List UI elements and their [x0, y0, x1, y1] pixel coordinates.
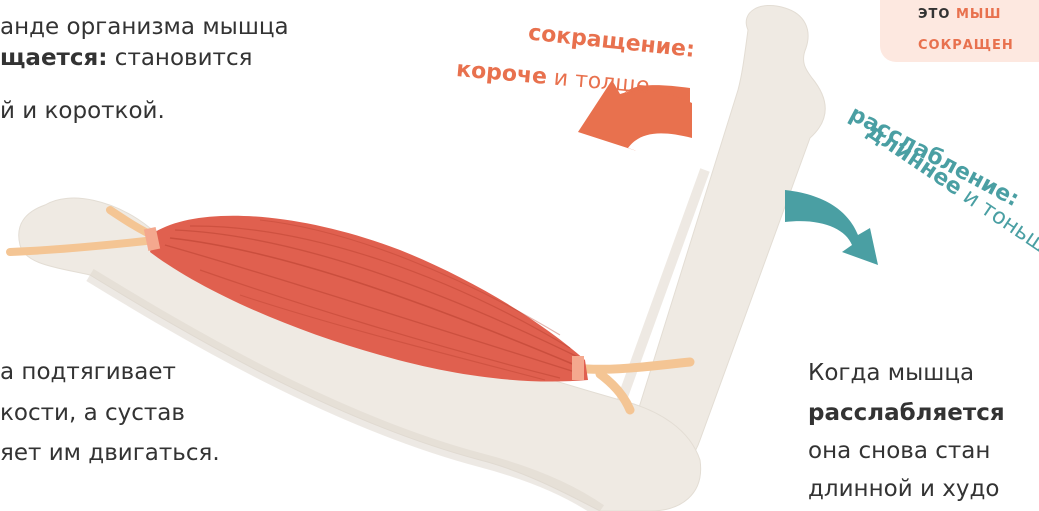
contraction-title: сокращение:: [527, 20, 696, 62]
pull-line-2: кости, а сустав: [0, 398, 185, 429]
intro-line-3: й и короткой.: [0, 96, 165, 127]
relax-line-1: Когда мышца: [808, 358, 974, 389]
contraction-subtitle: короче и толще: [455, 57, 650, 99]
note-line-2: СОКРАЩЕН: [918, 38, 1014, 53]
intro-bold: щается:: [0, 45, 107, 71]
intro-line-2: щается: становится: [0, 43, 252, 74]
relaxation-arrow: [785, 190, 878, 265]
pull-line-3: яет им двигаться.: [0, 438, 220, 469]
pull-line-1: а подтягивает: [0, 357, 176, 388]
note-line-1: ЭТО МЫШ: [918, 7, 1001, 22]
relax-line-4: длинной и худо: [808, 474, 999, 505]
intro-line-1: анде организма мышца: [0, 12, 289, 43]
relaxation-title: расслабление:: [845, 102, 1023, 213]
relax-line-2: расслабляется: [808, 398, 1005, 429]
relax-line-3: она снова стан: [808, 436, 990, 467]
